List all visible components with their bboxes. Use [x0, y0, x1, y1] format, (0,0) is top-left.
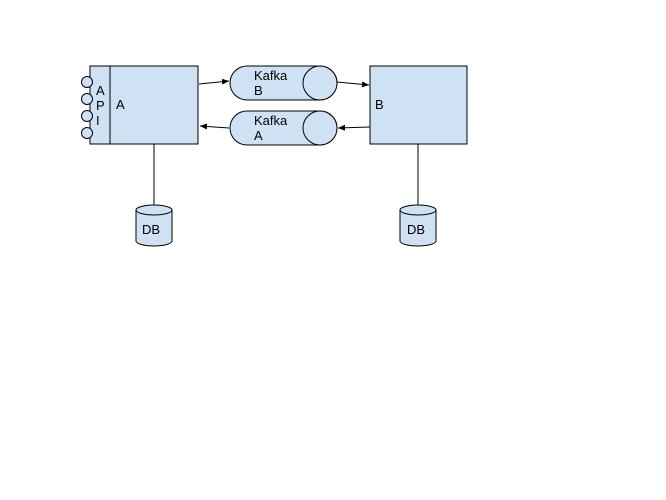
service-b-label: B: [375, 97, 384, 112]
kafka-queue-b[interactable]: Kafka B: [229, 65, 338, 101]
api-letter-i: I: [96, 113, 100, 128]
api-letter-a: A: [96, 83, 105, 98]
api-letter-p: P: [96, 98, 105, 113]
api-port-circle[interactable]: [81, 110, 93, 122]
api-port-circle[interactable]: [81, 76, 93, 88]
api-ports: [81, 76, 93, 139]
queue-a-end-cap: [302, 110, 338, 146]
queue-a-line2: A: [254, 128, 263, 143]
db-b-body: [399, 210, 437, 247]
database-a[interactable]: DB: [135, 204, 173, 247]
api-port-circle[interactable]: [81, 93, 93, 105]
api-port-circle[interactable]: [81, 127, 93, 139]
arrow-b-to-queue-a: [337, 124, 371, 131]
service-b[interactable]: B: [369, 65, 468, 145]
kafka-queue-a[interactable]: Kafka A: [229, 110, 338, 146]
queue-b-line1: Kafka: [254, 68, 288, 83]
service-a[interactable]: A P I A: [89, 65, 199, 145]
service-a-box: [89, 65, 199, 145]
db-b-top: [399, 204, 437, 216]
queue-b-line2: B: [254, 83, 263, 98]
service-b-box: [369, 65, 468, 145]
arrow-queue-a-to-a: [199, 123, 230, 130]
queue-b-end-cap: [302, 65, 338, 101]
arrow-a-to-queue-b: [198, 78, 230, 85]
db-b-label: DB: [407, 222, 425, 237]
service-a-label: A: [116, 97, 125, 112]
queue-a-line1: Kafka: [254, 113, 288, 128]
db-a-top: [135, 204, 173, 216]
database-b[interactable]: DB: [399, 204, 437, 247]
db-a-label: DB: [142, 222, 160, 237]
db-a-body: [135, 210, 173, 247]
arrow-queue-b-to-b: [336, 81, 370, 88]
